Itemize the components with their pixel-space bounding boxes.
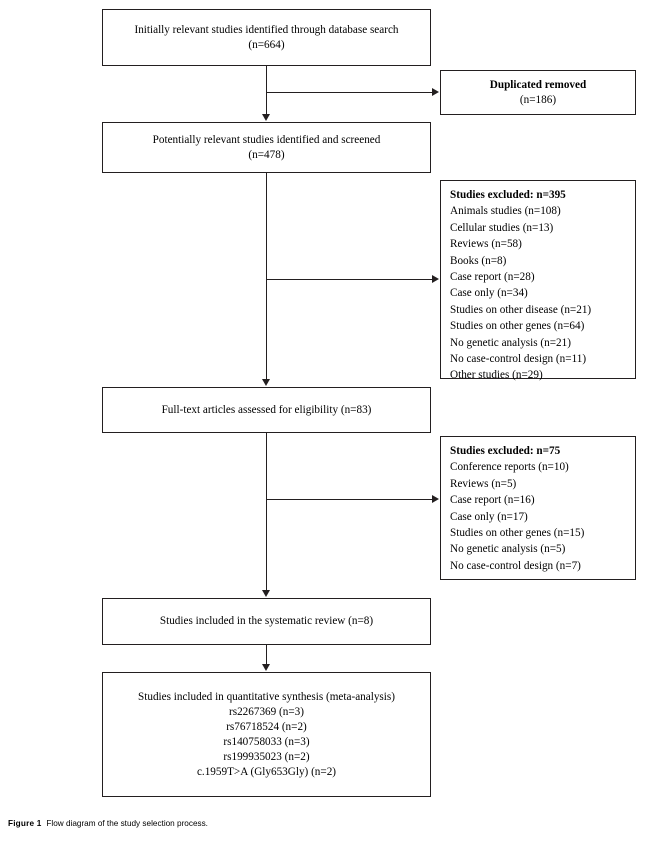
figure-caption: Figure 1 Flow diagram of the study selec… [8,818,508,829]
variant-item: c.1959T>A (Gly653Gly) (n=2) [196,765,337,778]
excluded-item: Books (n=8) [450,254,507,267]
excluded-item: No case-control design (n=11) [450,353,587,366]
arrow-right-icon [432,88,439,96]
node-fulltext-assessed: Full-text articles assessed for eligibil… [102,387,431,433]
node-line-count: (n=478) [248,148,285,161]
node-duplicated-removed: Duplicated removed (n=186) [440,70,636,115]
node-initially-relevant-studies: Initially relevant studies identified th… [102,9,431,66]
excluded-item: Studies on other disease (n=21) [450,303,592,316]
node-line-primary: Studies included in quantitative synthes… [138,690,395,703]
arrow-down-icon [262,664,270,671]
node-line-count: (n=664) [248,38,285,51]
arrow-right-icon [432,495,439,503]
excluded-heading: Studies excluded: n=395 [450,189,566,201]
node-line-primary: Studies included in the systematic revie… [159,615,374,627]
arrow-down-icon [262,590,270,597]
node-studies-excluded-screening: Studies excluded: n=395 Animals studies … [440,180,636,381]
node-line-primary: Potentially relevant studies identified … [152,133,381,146]
excluded-item: Studies on other genes (n=64) [450,320,585,333]
excluded-item: No case-control design (n=7) [450,559,581,572]
connector-fulltext-to-included [266,433,267,591]
node-included-systematic-review: Studies included in the systematic revie… [102,598,431,645]
excluded-item: Cellular studies (n=13) [450,221,554,234]
excluded-item: Animals studies (n=108) [450,205,561,218]
connector-identified-to-screened [266,66,267,115]
excluded-item: Case only (n=17) [450,510,528,523]
arrow-right-icon [432,275,439,283]
connector-screened-to-fulltext [266,173,267,380]
arrow-down-icon [262,379,270,386]
node-line-primary: Duplicated removed [489,78,587,91]
arrow-down-icon [262,114,270,121]
connector-included-to-meta [266,645,267,665]
excluded-item: Case report (n=28) [450,271,535,284]
connector-screened-to-excluded-1 [266,279,433,280]
excluded-item: Other studies (n=29) [450,369,543,382]
node-line-primary: Initially relevant studies identified th… [134,23,399,36]
excluded-item: No genetic analysis (n=21) [450,336,571,349]
excluded-item: Case report (n=16) [450,494,535,507]
node-included-meta-analysis: Studies included in quantitative synthes… [102,672,431,797]
variant-item: rs76718524 (n=2) [226,720,307,733]
variant-item: rs140758033 (n=3) [223,735,310,748]
connector-fulltext-to-excluded-2 [266,499,433,500]
excluded-item: Reviews (n=58) [450,238,522,251]
excluded-heading: Studies excluded: n=75 [450,445,561,457]
excluded-item: Conference reports (n=10) [450,461,569,474]
node-line-count: (n=186) [519,93,557,106]
connector-identified-to-duplicates [266,92,433,93]
node-potentially-relevant-screened: Potentially relevant studies identified … [102,122,431,173]
excluded-item: No genetic analysis (n=5) [450,543,566,556]
excluded-item: Reviews (n=5) [450,477,517,490]
node-line-primary: Full-text articles assessed for eligibil… [161,403,372,416]
figure-caption-text: Flow diagram of the study selection proc… [46,819,208,828]
figure-caption-label: Figure 1 [8,819,47,828]
node-studies-excluded-eligibility: Studies excluded: n=75 Conference report… [440,436,636,580]
variant-item: rs2267369 (n=3) [229,705,304,718]
excluded-item: Studies on other genes (n=15) [450,527,585,540]
excluded-item: Case only (n=34) [450,287,528,300]
variant-item: rs199935023 (n=2) [223,750,310,763]
